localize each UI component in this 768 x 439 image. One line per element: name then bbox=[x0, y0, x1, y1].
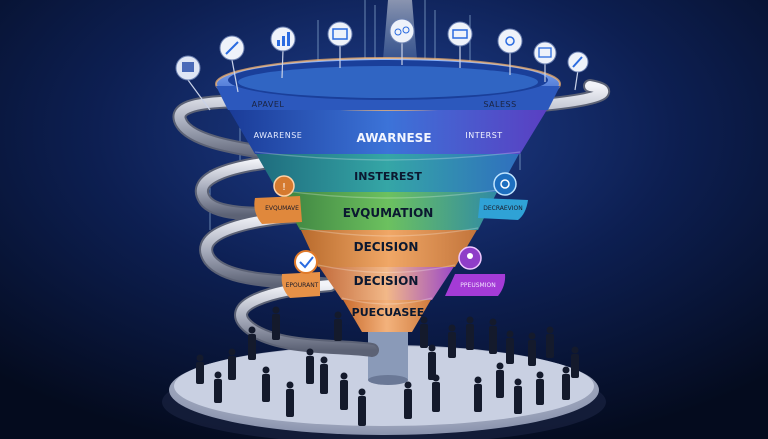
person bbox=[420, 316, 428, 348]
card-icon bbox=[447, 21, 473, 47]
person bbox=[489, 318, 497, 354]
tab-purple-label: PPEUSMION bbox=[460, 282, 496, 289]
person bbox=[514, 378, 522, 414]
gear-icon bbox=[273, 175, 295, 197]
person bbox=[340, 372, 348, 410]
icon-stems bbox=[187, 42, 579, 111]
person bbox=[448, 324, 456, 358]
person bbox=[474, 376, 482, 412]
person bbox=[228, 348, 236, 380]
person bbox=[528, 332, 536, 366]
person bbox=[506, 330, 514, 364]
rim-label-left: APAVEL bbox=[251, 100, 285, 109]
band1-label: AWARNESE bbox=[356, 131, 432, 145]
person bbox=[286, 381, 294, 417]
platform-top bbox=[174, 346, 594, 426]
band3-label: EVQUMATION bbox=[342, 206, 434, 220]
rim-label-right: SALESS bbox=[483, 100, 517, 109]
band1-label-right: INTERST bbox=[465, 131, 503, 140]
floating-icons bbox=[175, 18, 589, 81]
tab-blue-label: DECRAEVION bbox=[483, 205, 523, 212]
band2-label: INSTEREST bbox=[354, 170, 422, 183]
funnel-band-interest bbox=[255, 152, 520, 192]
person bbox=[571, 346, 579, 378]
funnel-band-decision-2 bbox=[318, 265, 455, 300]
tab-orange2-label: EPOURANT bbox=[285, 282, 319, 289]
person bbox=[306, 348, 314, 384]
band4-label: DECISION bbox=[353, 240, 419, 254]
person bbox=[466, 316, 474, 350]
person bbox=[562, 366, 570, 400]
person bbox=[546, 326, 554, 358]
person bbox=[196, 354, 204, 384]
funnel-band-evaluation bbox=[278, 190, 498, 230]
person bbox=[536, 371, 544, 405]
browser-icon bbox=[533, 41, 557, 65]
person bbox=[428, 344, 436, 380]
person bbox=[358, 388, 366, 426]
settings-icon bbox=[497, 28, 523, 54]
pen-icon bbox=[567, 51, 589, 73]
gear-cluster-icon bbox=[389, 18, 415, 44]
settings-icon bbox=[493, 172, 517, 196]
person bbox=[334, 311, 342, 341]
band1-label-left: AWARENSE bbox=[253, 131, 303, 140]
tab-orange-label: EVQUMAVE bbox=[265, 205, 299, 212]
person bbox=[214, 371, 222, 403]
bar-chart-icon bbox=[219, 35, 245, 61]
person bbox=[262, 366, 270, 402]
person bbox=[496, 362, 504, 398]
person bbox=[320, 356, 328, 394]
person bbox=[404, 381, 412, 419]
person bbox=[272, 306, 280, 340]
tab-orange-lower bbox=[281, 250, 320, 298]
people bbox=[196, 306, 579, 426]
funnel-band-awareness bbox=[228, 108, 548, 154]
checkmark-icon bbox=[294, 250, 318, 274]
band5-label: DECISION bbox=[353, 274, 419, 288]
funnel-band-decision-1 bbox=[300, 228, 478, 267]
band6-label: PUECUASEE bbox=[351, 306, 425, 319]
svg-text:!: ! bbox=[282, 182, 286, 193]
person bbox=[248, 326, 256, 360]
image-icon bbox=[327, 21, 353, 47]
tab-purple-right bbox=[445, 246, 506, 296]
funnel-band-purchase bbox=[342, 298, 432, 332]
tab-blue-right bbox=[478, 172, 528, 220]
chart-icon bbox=[175, 55, 201, 81]
tab-orange-left: ! bbox=[254, 175, 302, 224]
bar-chart-icon bbox=[270, 26, 296, 52]
person bbox=[432, 374, 440, 412]
